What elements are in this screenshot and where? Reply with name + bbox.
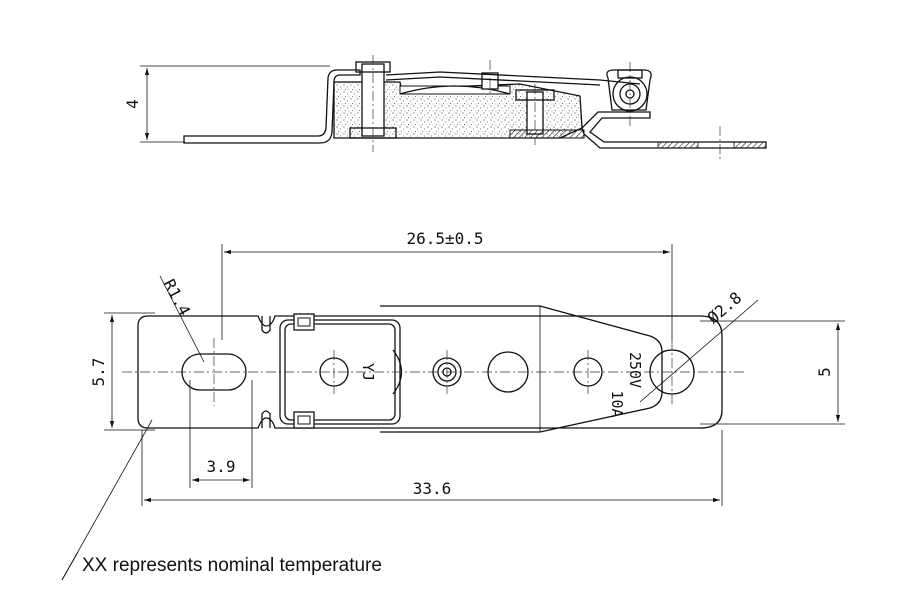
dim-width-right: 5: [815, 367, 834, 377]
dim-overall-length: 33.6: [413, 479, 452, 498]
rating-current: 10A: [608, 390, 626, 417]
rivet-right: [573, 350, 603, 394]
side-view: 4: [123, 55, 767, 160]
left-terminal-plate: [183, 69, 361, 144]
rivet-center: [432, 350, 462, 394]
contact-roller: [606, 62, 652, 128]
side-height-dim: 4: [123, 99, 142, 109]
dim-width-left: 5.7: [89, 358, 108, 387]
hole-middle: [487, 351, 529, 393]
contact-arm: [385, 71, 641, 85]
bottom-insulator: [509, 129, 585, 139]
plan-view: 26.5±0.5 5.7 5 R1.4: [89, 229, 845, 506]
note-callout: XX represents nominal temperature: [61, 419, 382, 581]
body-marking: YJ: [359, 363, 377, 381]
dim-radius: R1.4: [159, 276, 194, 319]
base-plate: [137, 315, 723, 429]
dim-hole-offset: 3.9: [207, 457, 236, 476]
right-terminal: [581, 111, 767, 149]
dim-hole-diameter: Ø2.8: [704, 288, 746, 327]
mounting-hole: [649, 340, 695, 404]
rating-voltage: 250V: [626, 352, 644, 388]
dim-center-distance: 26.5±0.5: [406, 229, 483, 248]
terminal-slot-hole: [181, 338, 247, 406]
note-text: XX represents nominal temperature: [82, 555, 382, 576]
